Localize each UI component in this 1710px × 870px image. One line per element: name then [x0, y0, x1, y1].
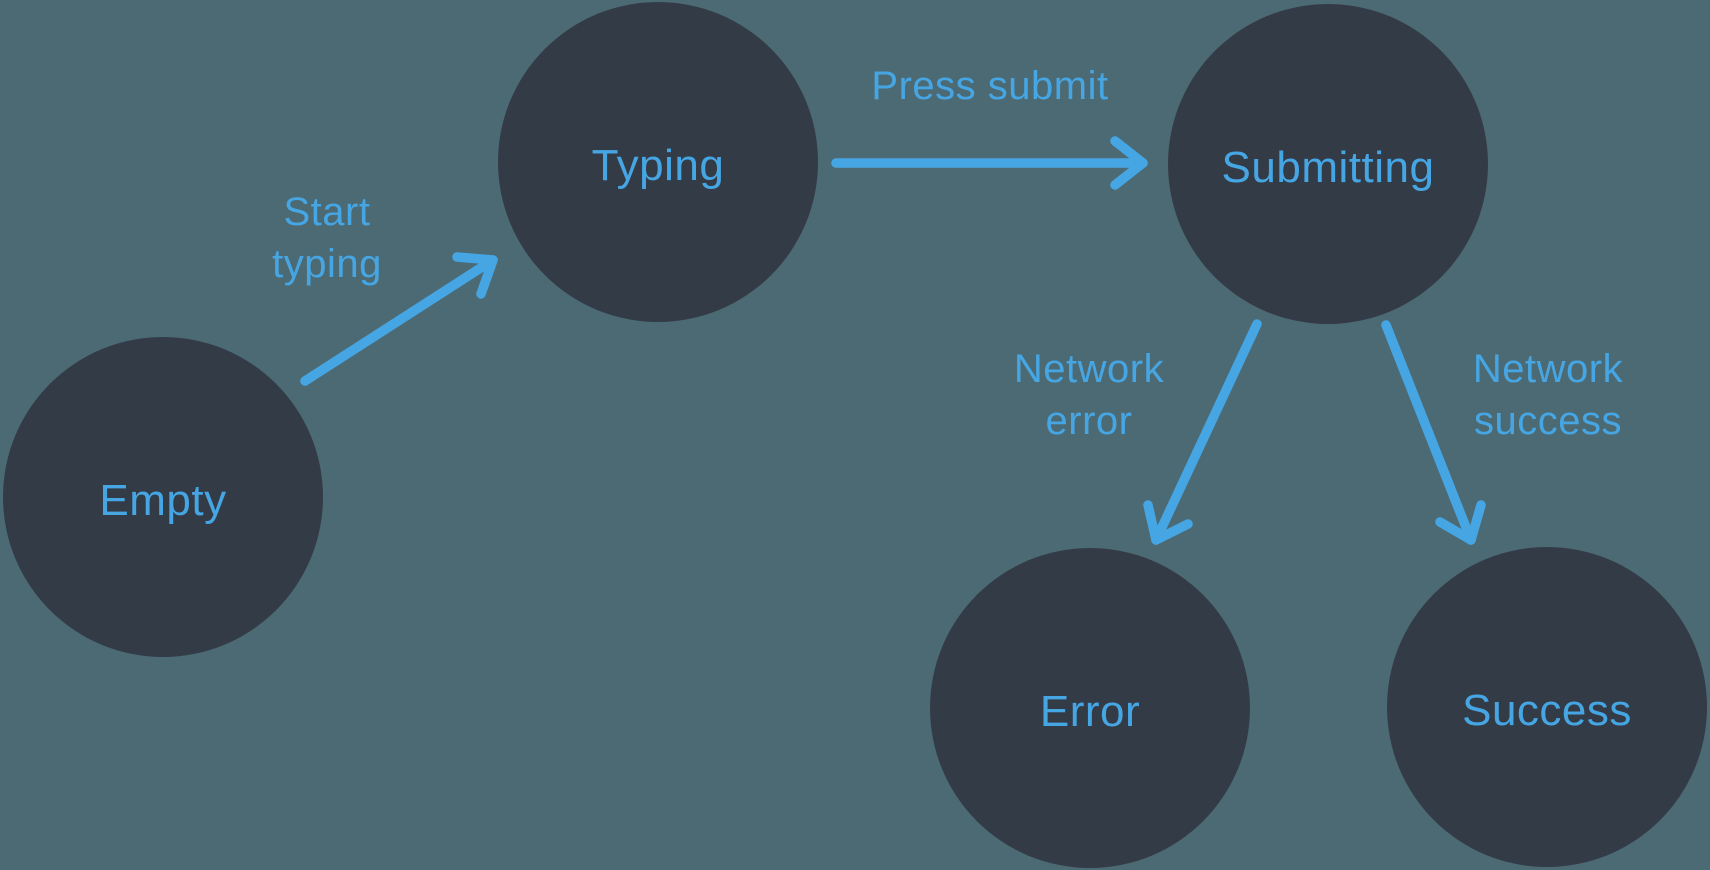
state-label-submitting: Submitting — [1221, 143, 1435, 192]
state-node-submitting: Submitting — [1168, 4, 1488, 324]
edge-label-network-error: Network error — [1013, 347, 1165, 443]
edge-arrow-network-success — [1381, 320, 1486, 545]
edge-label-press-submit: Press submit — [871, 64, 1109, 108]
edge-arrow-start-typing — [300, 252, 498, 386]
state-label-typing: Typing — [591, 141, 725, 190]
arrow-shaft — [1381, 320, 1476, 545]
state-node-error: Error — [930, 548, 1250, 868]
arrowhead-icon — [1110, 136, 1148, 190]
arrowhead-icon — [1435, 500, 1486, 545]
arrow-shaft — [300, 255, 498, 386]
arrowhead-icon — [1143, 500, 1193, 545]
state-label-empty: Empty — [99, 476, 227, 525]
edge-label-start-typing: Start typing — [272, 190, 382, 286]
arrowhead-icon — [452, 252, 498, 299]
state-label-success: Success — [1462, 686, 1632, 735]
edge-label-network-success: Network success — [1472, 347, 1624, 443]
state-node-typing: Typing — [498, 2, 818, 322]
edge-arrow-network-error — [1143, 319, 1262, 545]
state-label-error: Error — [1039, 687, 1141, 736]
state-node-success: Success — [1387, 547, 1707, 867]
edge-arrow-press-submit — [831, 136, 1148, 190]
state-node-empty: Empty — [3, 337, 323, 657]
arrow-shaft — [1151, 319, 1262, 545]
